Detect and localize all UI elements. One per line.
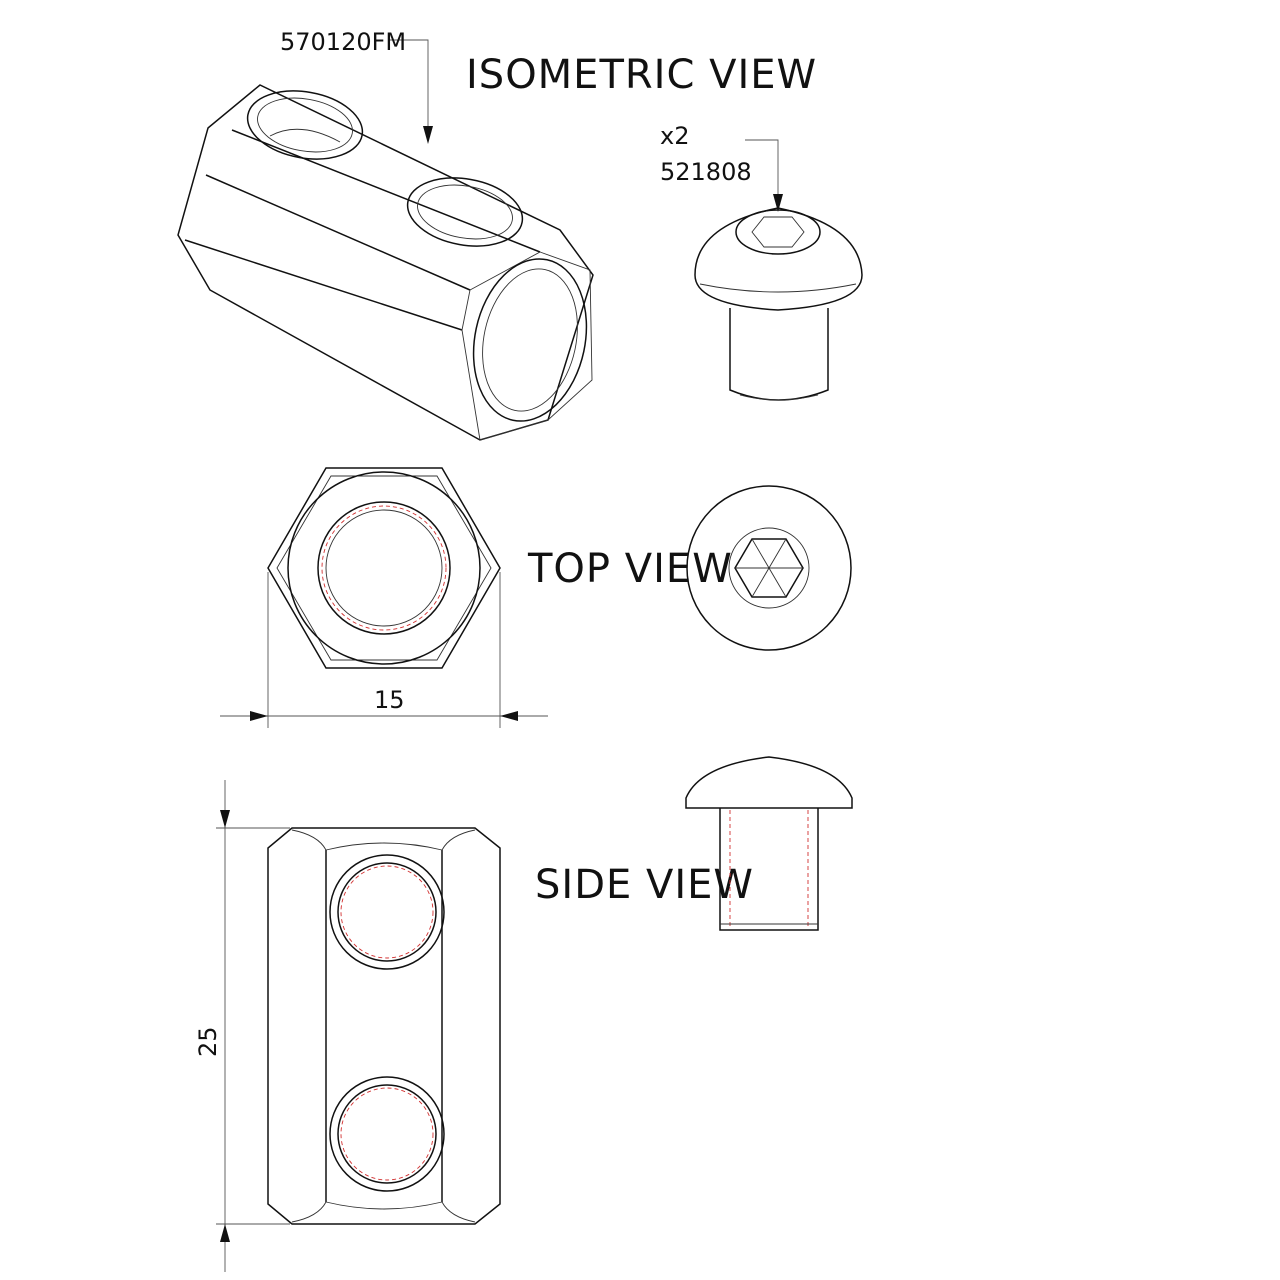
- isometric-top-hole-1: [246, 90, 364, 160]
- screw-part-number-label: 521808: [660, 158, 752, 186]
- top-view-hex-coupler: [267, 467, 501, 669]
- width-dimension-label: 15: [374, 686, 405, 714]
- isometric-top-hole-2: [406, 177, 524, 247]
- length-dimension-label: 25: [194, 1026, 222, 1057]
- part-number-leader: [390, 39, 433, 144]
- isometric-view-title: ISOMETRIC VIEW: [466, 52, 817, 98]
- part-number-label: 570120FM: [280, 28, 406, 56]
- side-view-hole-1: [329, 854, 445, 970]
- length-dimension: [216, 780, 290, 1272]
- isometric-screw: [694, 207, 863, 401]
- side-view-title: SIDE VIEW: [535, 862, 754, 908]
- side-view-screw: [685, 756, 853, 931]
- isometric-hex-coupler: [177, 84, 594, 441]
- top-view-screw: [686, 485, 852, 651]
- side-view-hex-coupler: [267, 827, 501, 1225]
- width-dimension: [220, 572, 548, 728]
- top-view-title: TOP VIEW: [527, 546, 733, 592]
- isometric-end-bore: [472, 258, 588, 422]
- side-view-hole-2: [329, 1076, 445, 1192]
- screw-quantity-label: x2: [660, 122, 689, 150]
- screw-qty-leader: [745, 139, 783, 212]
